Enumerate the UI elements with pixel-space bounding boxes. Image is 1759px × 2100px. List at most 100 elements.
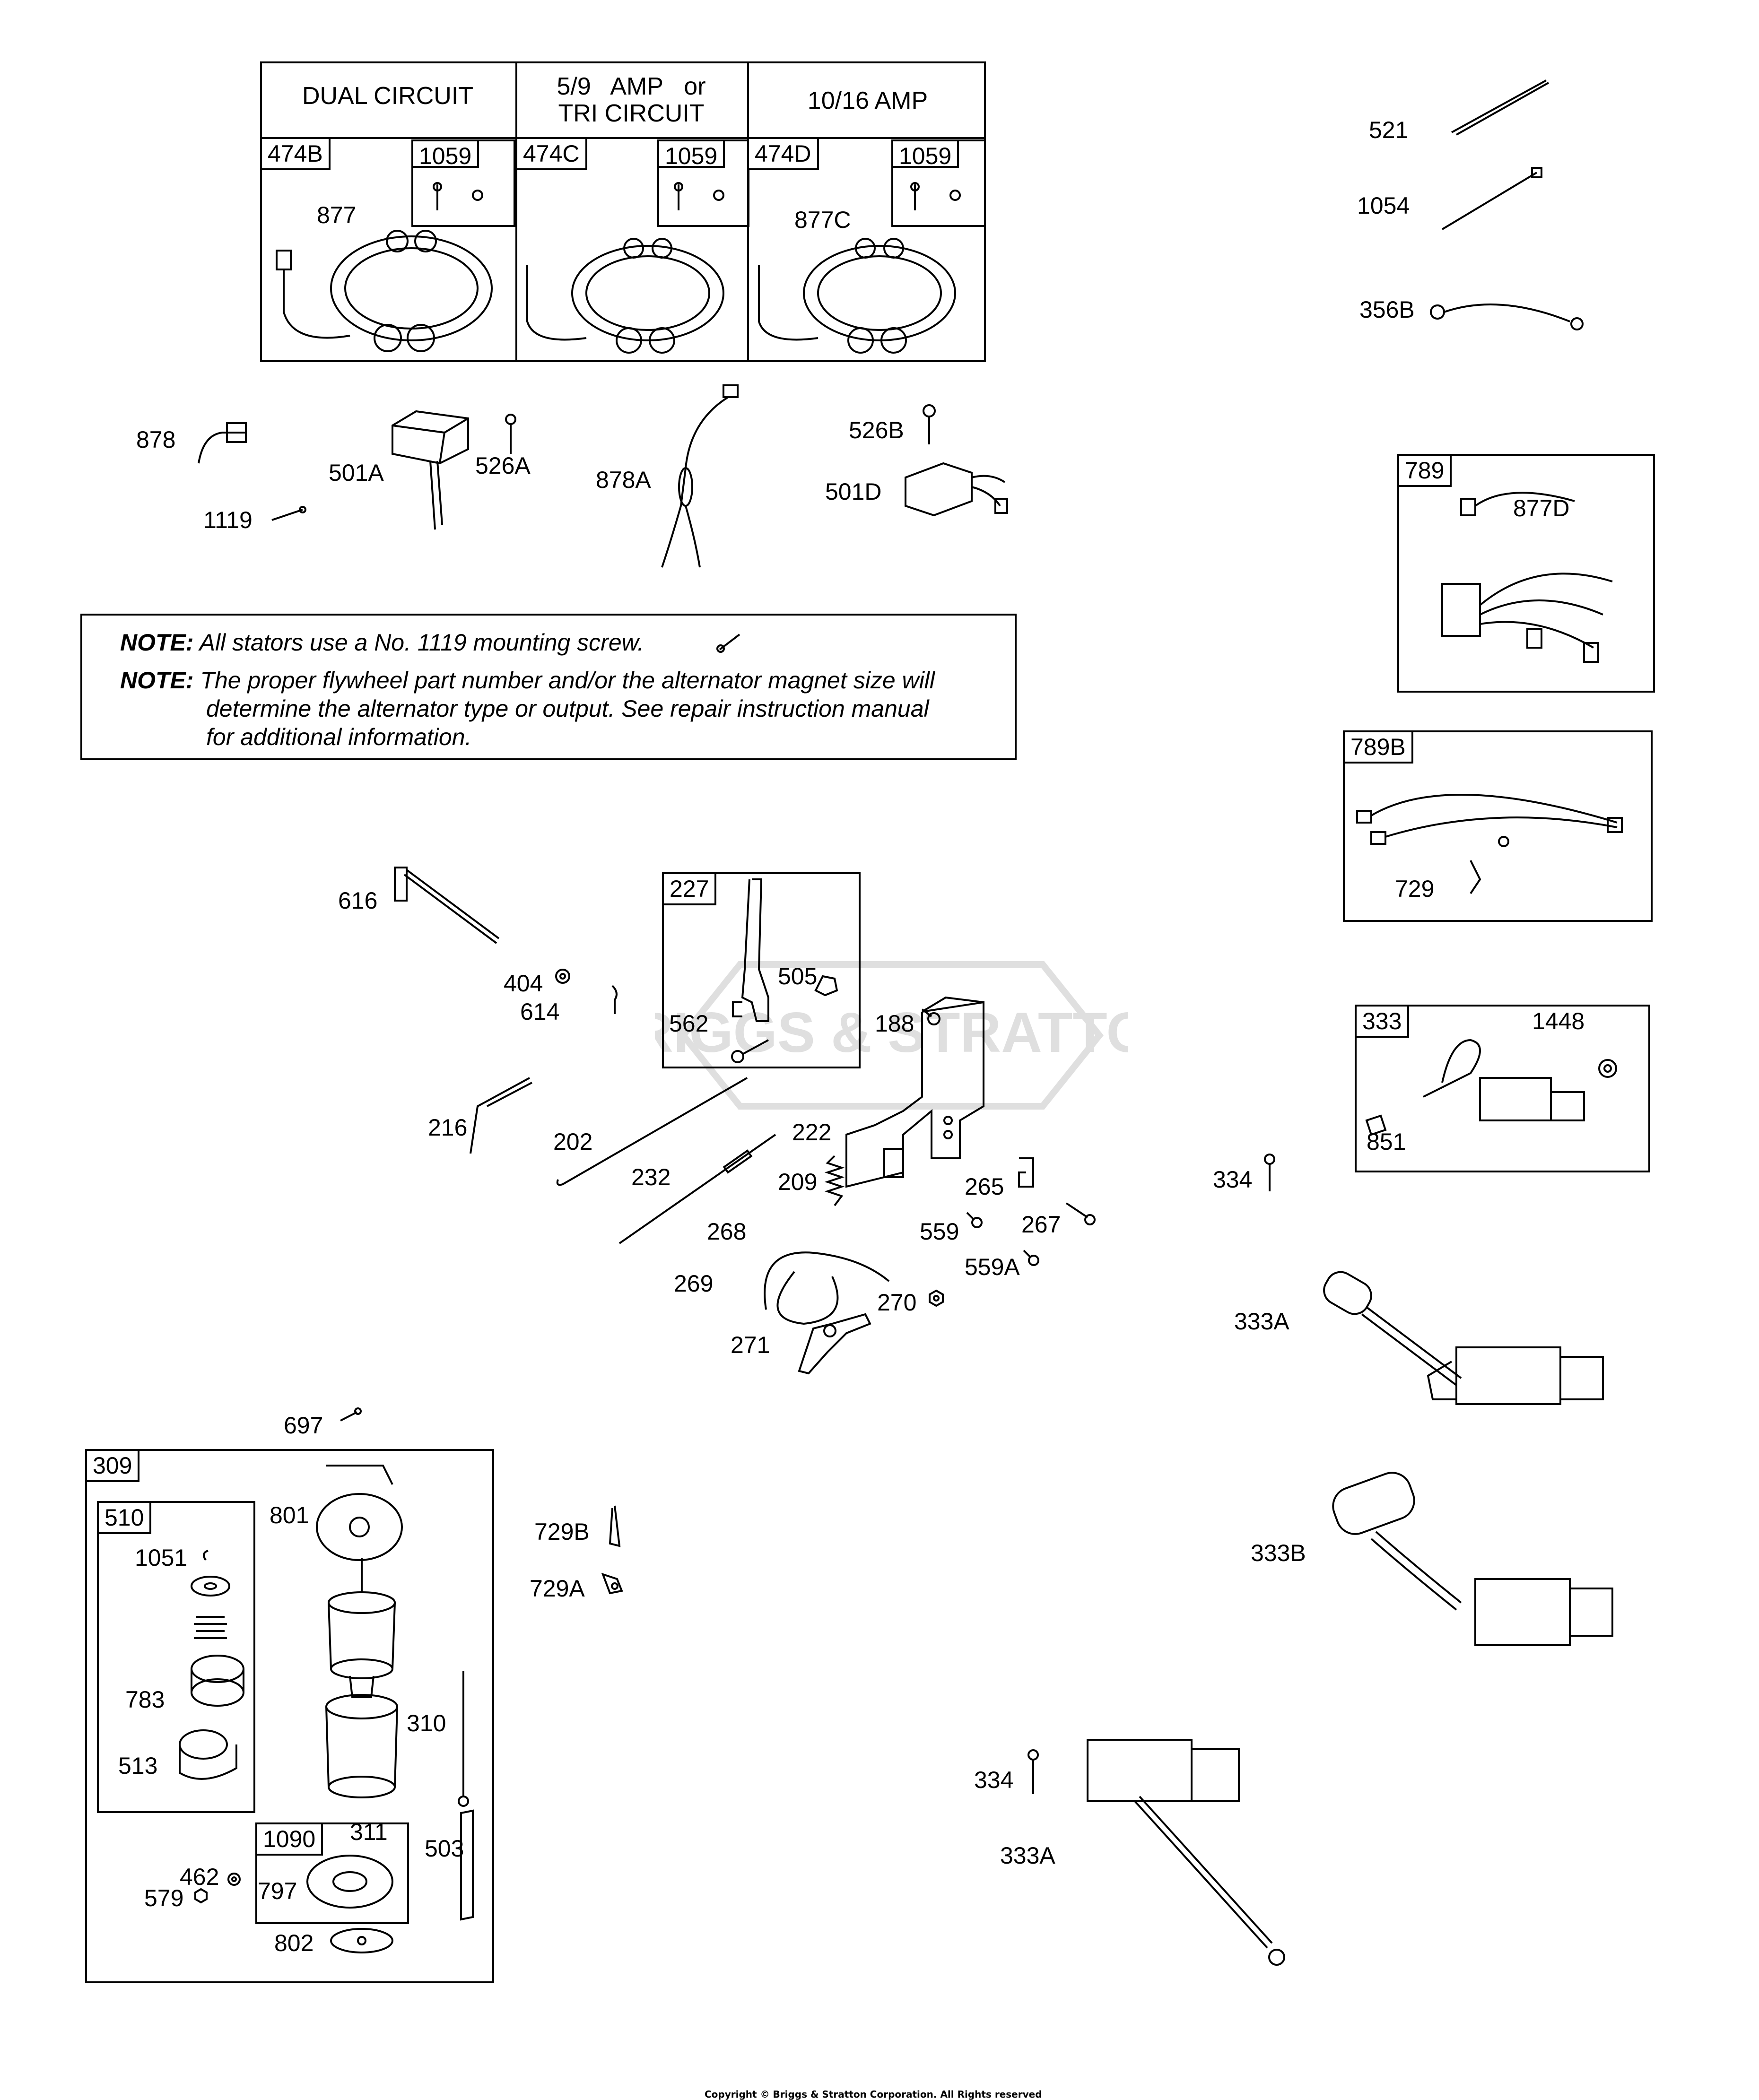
stator-474D-tag[interactable]: 474D: [747, 137, 819, 170]
stator-474B-icon: [276, 230, 493, 352]
screw-nut-icon: [674, 182, 724, 210]
label-202: 202: [553, 1128, 593, 1155]
stator-474B-tag[interactable]: 474B: [260, 137, 331, 170]
label-697: 697: [284, 1412, 323, 1439]
label-559: 559: [920, 1218, 959, 1245]
kit-510-box: [97, 1501, 255, 1813]
label-559A: 559A: [965, 1254, 1020, 1280]
label-783: 783: [125, 1686, 165, 1713]
label-404: 404: [504, 970, 543, 997]
label-503: 503: [425, 1835, 464, 1862]
ignition-coil-333A-icon: [1323, 1271, 1604, 1405]
spring-link-232-icon: [618, 1134, 776, 1244]
screw-267-icon: [1065, 1202, 1096, 1225]
copyright: Copyright © Briggs & Stratton Corporatio…: [705, 2089, 1042, 2100]
screw-526A-icon: [505, 414, 516, 454]
label-333A: 333A: [1234, 1308, 1289, 1335]
header-dual-circuit: DUAL CIRCUIT: [302, 82, 474, 110]
alternator-header-divider: [260, 137, 986, 139]
header-5-9-amp-line2: TRI CIRCUIT: [558, 100, 705, 128]
harness-789-icon: [1441, 492, 1613, 663]
rod-216-icon: [470, 1077, 532, 1154]
kit-789B-tag[interactable]: 789B: [1343, 730, 1413, 764]
nut-270-icon: [929, 1289, 944, 1307]
kit-510-tag[interactable]: 510: [97, 1501, 152, 1534]
label-526B: 526B: [849, 417, 904, 443]
label-270: 270: [877, 1289, 917, 1316]
kit-1090-tag[interactable]: 1090: [255, 1822, 323, 1856]
kit-333-box: [1355, 1005, 1650, 1172]
notes-box: NOTE: All stators use a No. 1119 mountin…: [80, 614, 1017, 760]
note-1-prefix: NOTE:: [120, 629, 194, 656]
kit-1059-box: [657, 139, 749, 227]
stator-474C-tag[interactable]: 474C: [515, 137, 587, 170]
kit-309-tag[interactable]: 309: [85, 1449, 140, 1482]
label-268: 268: [707, 1218, 747, 1245]
stator-474C-icon: [526, 238, 724, 354]
label-462: 462: [180, 1864, 219, 1890]
label-222: 222: [792, 1119, 832, 1145]
label-269: 269: [674, 1270, 714, 1297]
alternator-col-divider: [515, 61, 517, 362]
kit-1059-tag[interactable]: 1059: [891, 139, 959, 168]
label-802: 802: [274, 1930, 314, 1956]
ignition-coil-333B-icon: [1332, 1472, 1613, 1646]
label-729: 729: [1395, 876, 1435, 902]
regulator-501D-icon: [905, 462, 1008, 517]
lever-227-icon: [732, 878, 838, 1022]
harness-878A-icon: [661, 384, 739, 568]
nut-579-icon: [194, 1888, 208, 1904]
housing-icon: [325, 1694, 398, 1798]
clip-1051-icon: [203, 1550, 209, 1561]
kit-227-tag[interactable]: 227: [662, 872, 717, 905]
screw-nut-icon: [433, 182, 483, 210]
screw-334-icon: [1028, 1749, 1039, 1794]
label-877C: 877C: [794, 207, 851, 233]
label-209: 209: [778, 1169, 818, 1195]
kit-333-tag[interactable]: 333: [1355, 1005, 1410, 1038]
screw-559A-icon: [1023, 1250, 1039, 1266]
label-877D: 877D: [1513, 495, 1570, 521]
kit-789-tag[interactable]: 789: [1397, 454, 1452, 487]
label-526A: 526A: [475, 452, 531, 479]
label-729A: 729A: [530, 1575, 585, 1602]
cable-268-icon: [764, 1251, 890, 1325]
screw-334-icon: [1264, 1154, 1275, 1191]
label-878A: 878A: [596, 467, 651, 493]
kit-789-box: [1397, 454, 1655, 693]
lever-271-icon: [798, 1313, 871, 1375]
label-797: 797: [258, 1878, 297, 1904]
label-878: 878: [136, 426, 176, 453]
kit-227-box: [662, 872, 861, 1068]
label-1448: 1448: [1532, 1008, 1585, 1034]
label-505: 505: [778, 963, 818, 989]
note-2: NOTE: The proper flywheel part number an…: [120, 667, 935, 694]
kit-1059-tag[interactable]: 1059: [411, 139, 479, 168]
spring-209-icon: [824, 1155, 845, 1206]
pin-614-icon: [611, 985, 618, 1014]
harness-789B-icon: [1356, 793, 1623, 894]
header-5-9-amp: 5/9 AMP or TRI CIRCUIT: [520, 73, 742, 127]
label-1119: 1119: [203, 507, 253, 533]
kit-789B-box: [1343, 730, 1653, 922]
label-614: 614: [520, 998, 560, 1025]
label-232: 232: [631, 1164, 671, 1190]
label-334: 334: [974, 1767, 1014, 1793]
seal-802-icon: [330, 1928, 393, 1953]
brush-plate-icon: [306, 1855, 393, 1909]
note-2-prefix: NOTE:: [120, 667, 194, 694]
screw-nut-icon: [910, 182, 961, 210]
label-501A: 501A: [329, 460, 384, 486]
link-202-icon: [556, 1077, 748, 1186]
connector-878-icon: [198, 422, 247, 464]
end-cap-801-icon: [316, 1465, 403, 1561]
armature-icon: [328, 1558, 396, 1698]
label-877: 877: [317, 202, 357, 228]
note-1: NOTE: All stators use a No. 1119 mountin…: [120, 629, 644, 656]
label-311: 311: [350, 1819, 388, 1845]
regulator-501A-icon: [392, 410, 469, 530]
kit-1059-box: [411, 139, 515, 227]
screw-559-icon: [966, 1212, 983, 1228]
label-267: 267: [1021, 1211, 1061, 1238]
label-513: 513: [118, 1753, 158, 1779]
